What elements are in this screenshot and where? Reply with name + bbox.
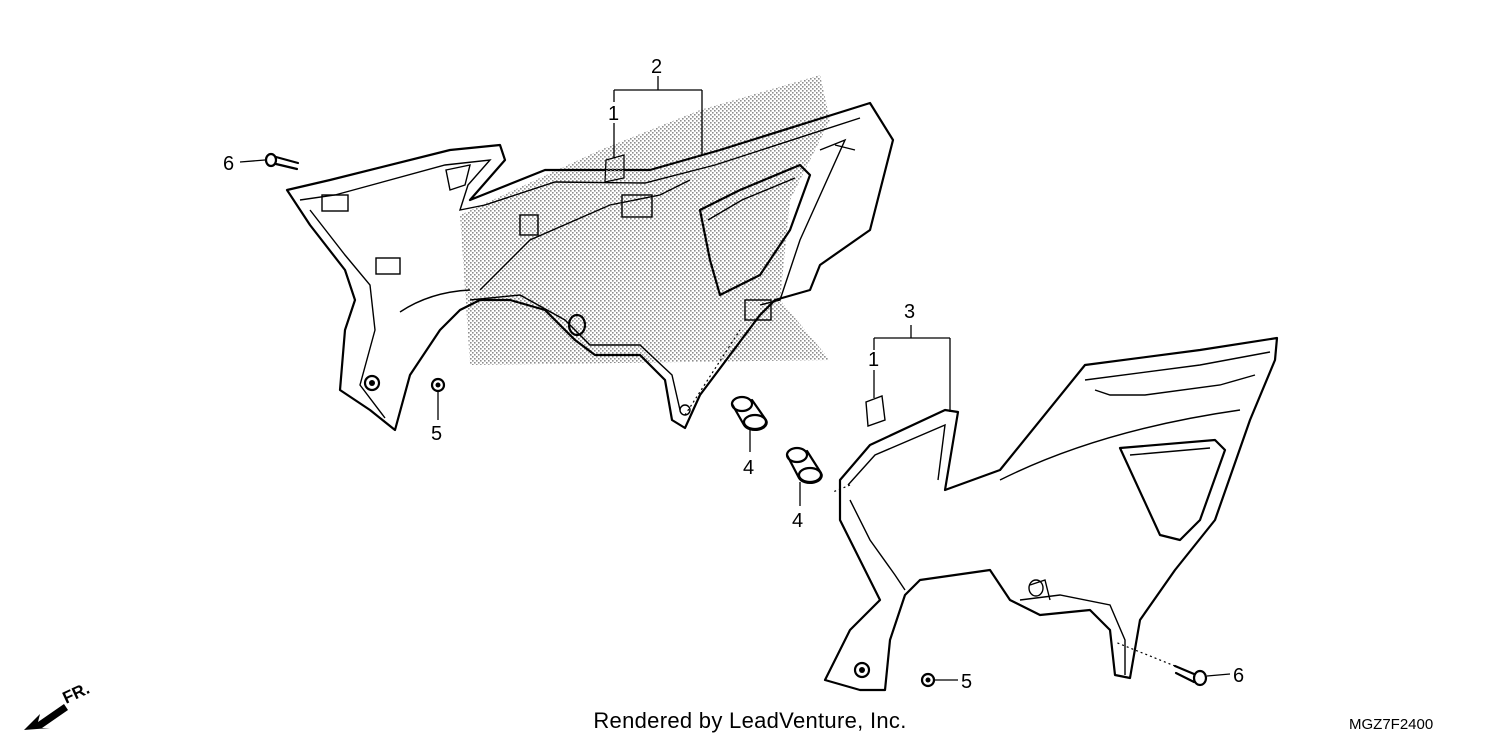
callout-6-right: 6 bbox=[1233, 665, 1244, 687]
callout-1-left: 1 bbox=[608, 103, 619, 125]
hidden-panel-shading bbox=[460, 75, 830, 365]
collar-upper bbox=[730, 395, 768, 432]
callout-5-left: 5 bbox=[431, 423, 442, 445]
collar-lower bbox=[785, 446, 823, 485]
right-side-cover bbox=[823, 336, 1279, 692]
bolt-right bbox=[1173, 664, 1208, 687]
callout-2: 2 bbox=[651, 56, 662, 78]
callout-6-left: 6 bbox=[223, 153, 234, 175]
left-side-cover bbox=[285, 101, 895, 432]
nut-right bbox=[920, 672, 936, 688]
front-direction-arrow-icon: FR. bbox=[24, 679, 93, 730]
callout-3: 3 bbox=[904, 301, 915, 323]
render-credit: Rendered by LeadVenture, Inc. bbox=[593, 708, 907, 733]
callout-1-right: 1 bbox=[868, 349, 879, 371]
callout-4-lower: 4 bbox=[792, 510, 803, 532]
emblem-left bbox=[604, 154, 625, 183]
bolt-left bbox=[264, 152, 300, 171]
callout-4-upper: 4 bbox=[743, 457, 754, 479]
callout-5-right: 5 bbox=[961, 671, 972, 693]
emblem-right bbox=[865, 395, 886, 427]
leader-lines bbox=[239, 76, 1231, 681]
nut-left bbox=[430, 377, 446, 393]
diagram-code: MGZ7F2400 bbox=[1349, 716, 1434, 733]
front-direction-label: FR. bbox=[60, 679, 93, 708]
